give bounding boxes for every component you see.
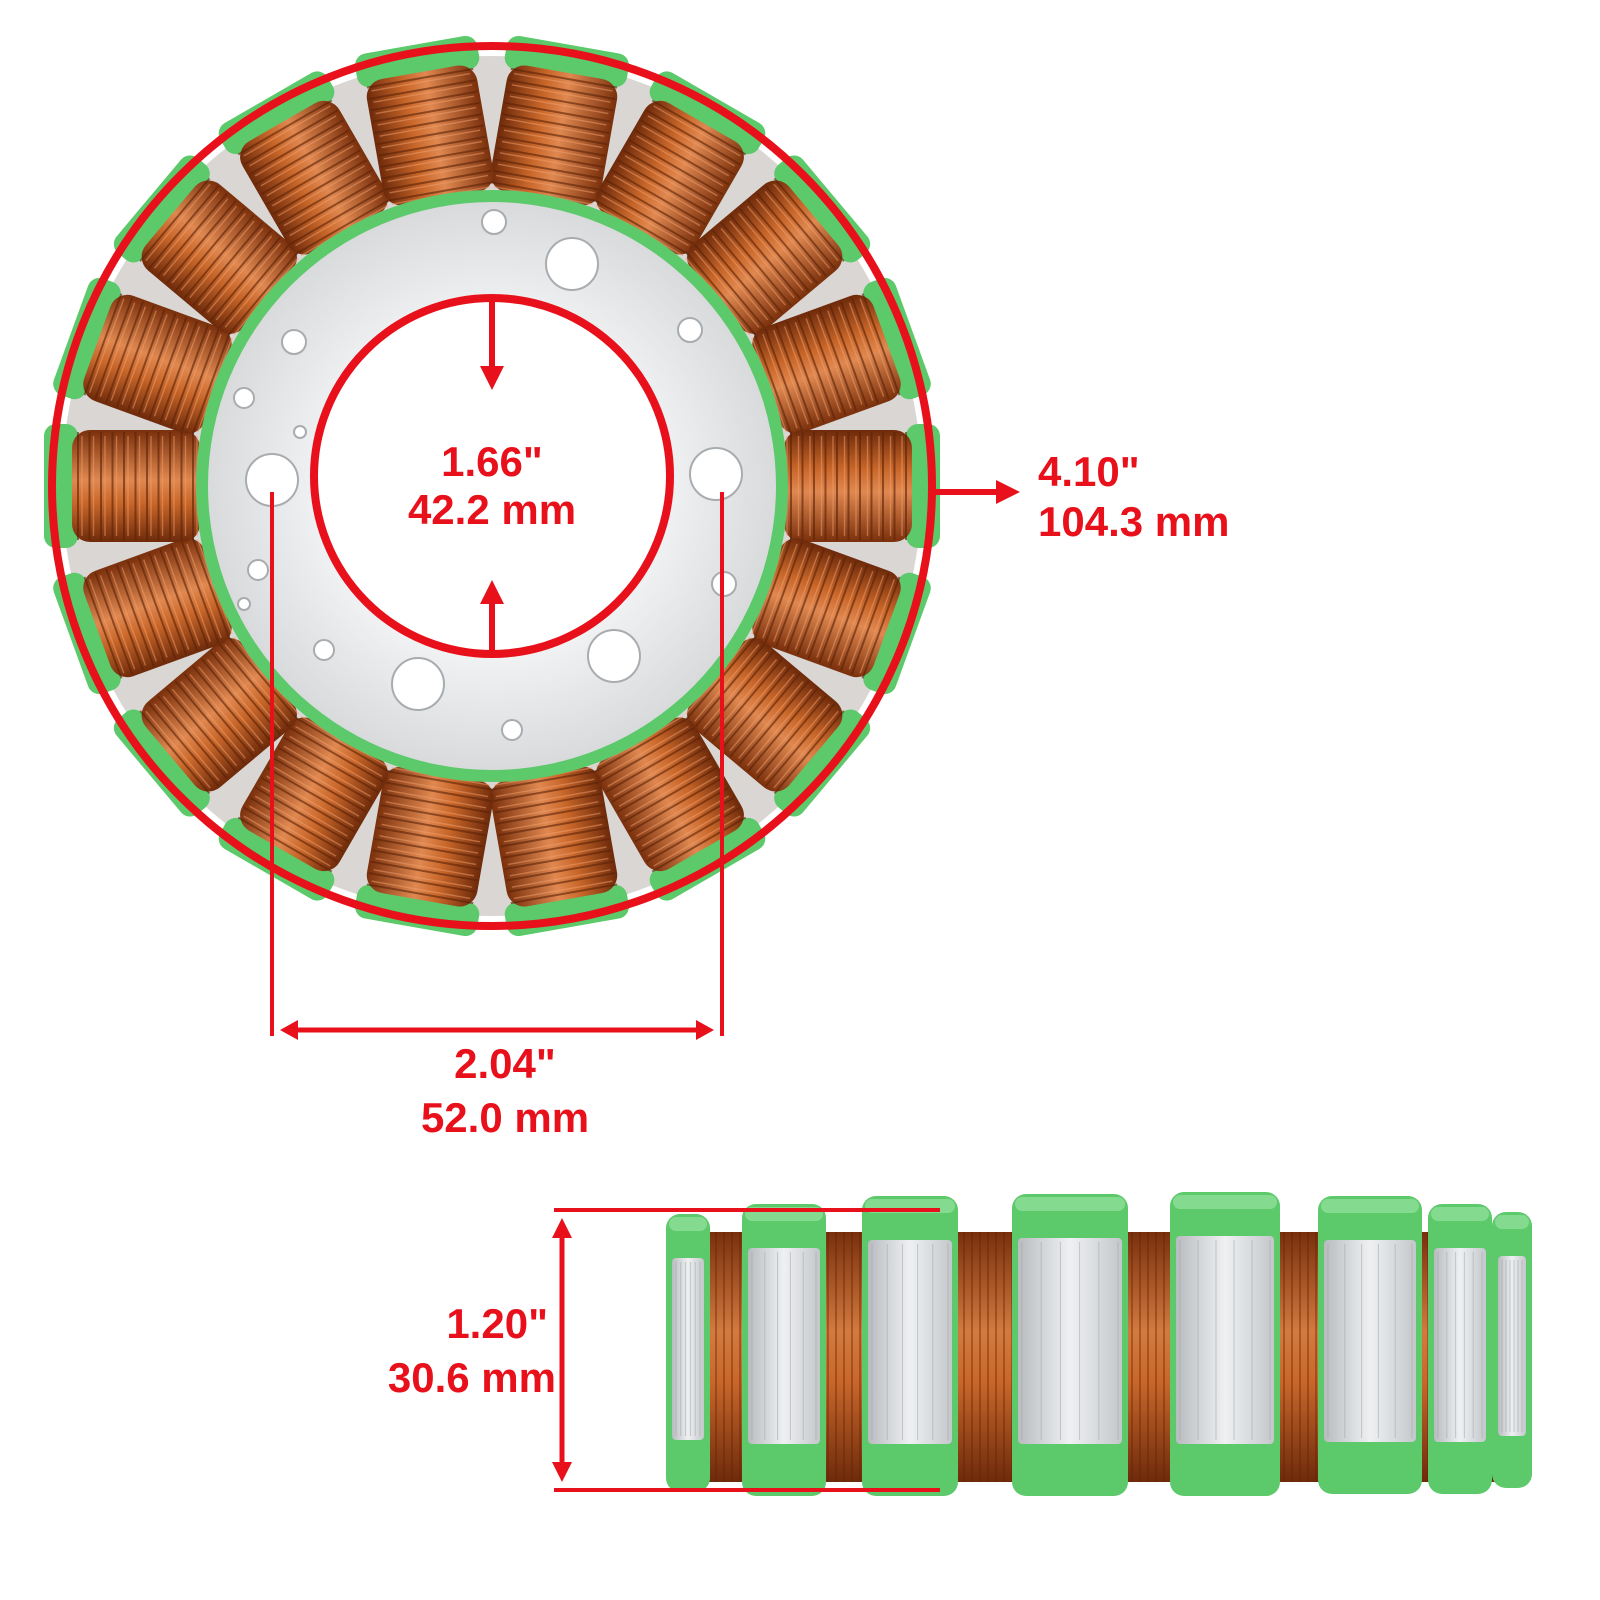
hole: [545, 237, 599, 291]
pole: [666, 1214, 710, 1492]
pole: [1012, 1194, 1128, 1496]
inner-diameter-mm: 42.2 mm: [408, 486, 576, 533]
height-mm: 30.6 mm: [388, 1354, 556, 1401]
coil: [594, 715, 766, 901]
pole: [1428, 1204, 1492, 1494]
pole: [1318, 1196, 1422, 1494]
outer-diameter-circle: [48, 42, 936, 930]
coil: [218, 715, 390, 901]
inner-diameter-inch: 1.66": [441, 438, 543, 485]
bolt-spacing-annotation: 2.04" 52.0 mm: [270, 492, 724, 1141]
pole: [742, 1204, 826, 1496]
hole: [689, 447, 743, 501]
outer-diameter-mm: 104.3 mm: [1038, 498, 1229, 545]
hole: [501, 719, 523, 741]
mounting-holes: [233, 209, 743, 741]
hole: [281, 329, 307, 355]
outer-diameter-annotation: 4.10" 104.3 mm: [934, 448, 1229, 545]
coil: [594, 71, 766, 257]
pole: [1492, 1212, 1532, 1488]
coil: [751, 537, 931, 695]
hole: [233, 387, 255, 409]
coil: [53, 277, 233, 435]
height-inch: 1.20": [446, 1300, 548, 1347]
hole: [587, 629, 641, 683]
hole: [391, 657, 445, 711]
center-bore: [314, 298, 670, 654]
pole: [862, 1196, 958, 1496]
side-pole-row: [666, 1192, 1532, 1496]
hole: [313, 639, 335, 661]
coil-ring: [44, 35, 940, 937]
stator-side-view: [666, 1192, 1532, 1496]
coil: [490, 35, 629, 206]
bolt-spacing-mm: 52.0 mm: [421, 1094, 589, 1141]
coil: [113, 155, 299, 336]
pole: [1170, 1192, 1280, 1496]
hole: [481, 209, 507, 235]
coil: [685, 155, 871, 336]
hole: [293, 425, 307, 439]
coil: [218, 71, 390, 257]
coil: [355, 766, 494, 937]
coil: [355, 35, 494, 206]
hole: [247, 559, 269, 581]
coil: [113, 636, 299, 817]
hole: [677, 317, 703, 343]
coil: [784, 424, 940, 548]
coil: [685, 636, 871, 817]
inner-diameter-annotation: 1.66" 42.2 mm: [408, 298, 576, 650]
hole: [237, 597, 251, 611]
coil: [53, 537, 233, 695]
bolt-spacing-inch: 2.04": [454, 1040, 556, 1087]
height-annotation: 1.20" 30.6 mm: [388, 1208, 940, 1492]
outer-diameter-inch: 4.10": [1038, 448, 1140, 495]
coil: [44, 424, 200, 548]
